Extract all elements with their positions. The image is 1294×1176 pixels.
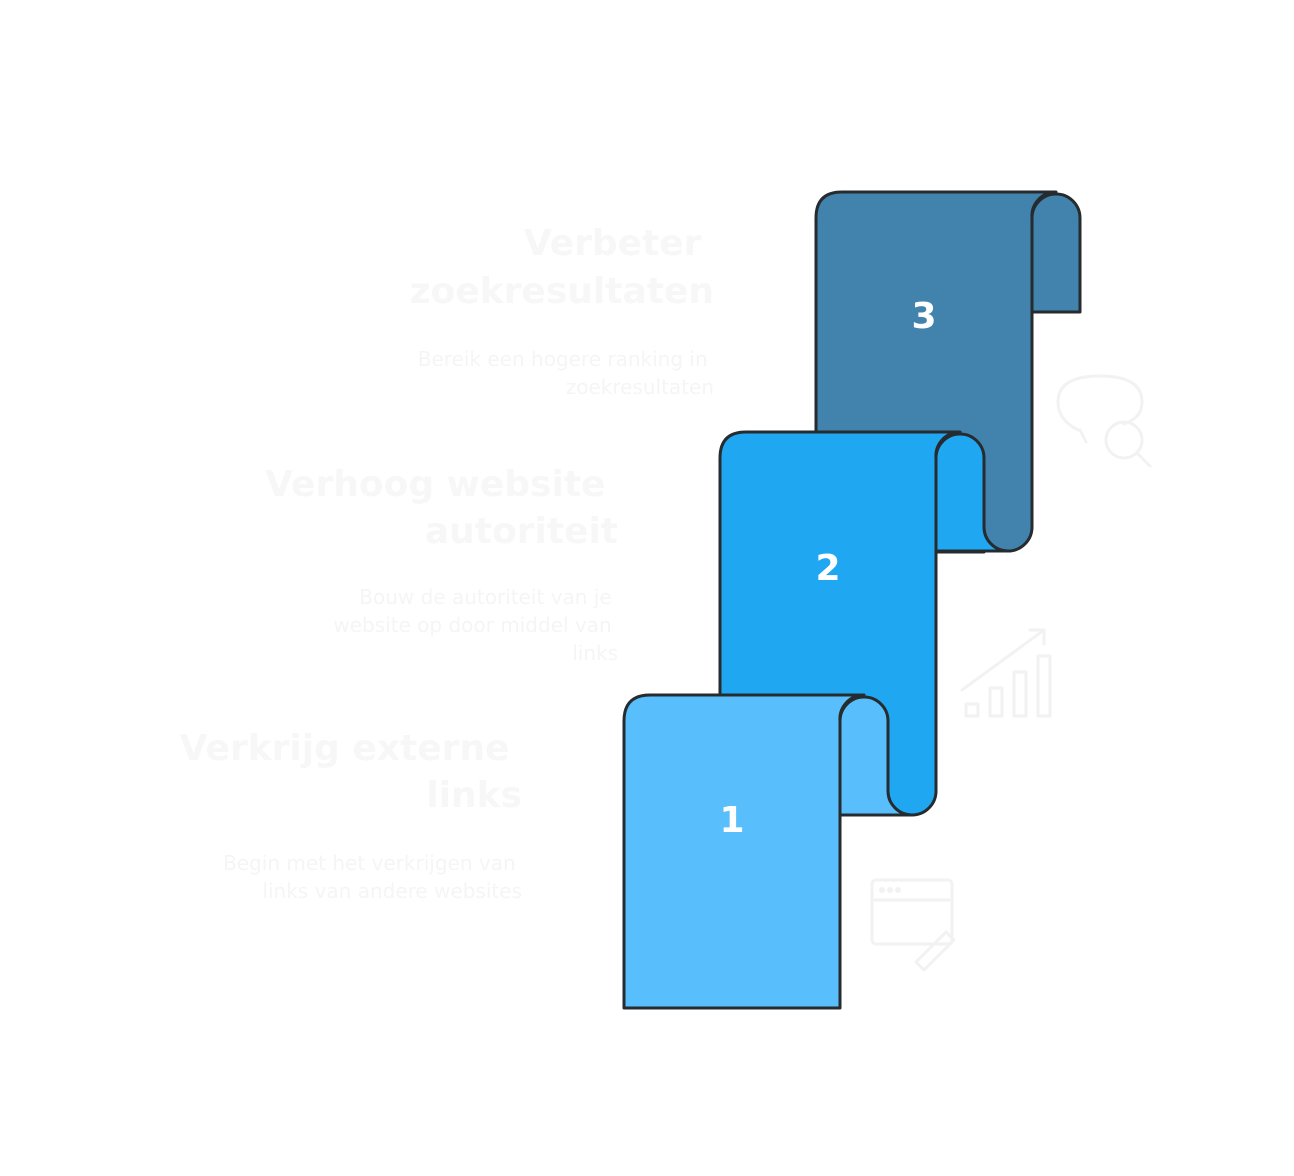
step-2-title-line-1: Verhoog website: [265, 464, 605, 505]
step-1-title: Verkrijg externe links: [180, 728, 522, 816]
step-1-number: 1: [719, 800, 744, 841]
step-3-title-line-2: zoekresultaten: [410, 271, 714, 312]
step-3-desc-line-1: Bereik een hogere ranking in: [418, 347, 708, 371]
step-2-number: 2: [815, 548, 840, 589]
step-3-desc-line-2: zoekresultaten: [566, 375, 714, 399]
step-1-title-line-1: Verkrijg externe: [180, 728, 510, 769]
step-3-banner-tail: [1030, 192, 1082, 314]
step-2-desc-line-2: website op door middel van: [333, 613, 611, 637]
step-1-desc-line-2: links van andere websites: [262, 879, 522, 903]
step-3-title-line-1: Verbeter: [524, 223, 702, 264]
step-2-desc-line-1: Bouw de autoriteit van je: [359, 585, 611, 609]
browser-edit-icon: [870, 878, 956, 972]
step-1-desc-line-1: Begin met het verkrijgen van: [223, 851, 516, 875]
growth-chart-icon: [960, 628, 1052, 718]
step-2-desc-line-3: links: [572, 641, 618, 665]
step-2-description: Bouw de autoriteit van je website op doo…: [333, 585, 618, 665]
step-2-title: Verhoog website autoriteit: [265, 464, 618, 552]
step-1-description: Begin met het verkrijgen van links van a…: [223, 851, 522, 903]
step-2-title-line-2: autoriteit: [425, 511, 618, 552]
step-3-number: 3: [911, 296, 936, 337]
step-1: 1 Verkrijg externe links Begin met het v…: [180, 693, 956, 1010]
step-3-description: Bereik een hogere ranking in zoekresulta…: [418, 347, 714, 399]
step-1-banner: [622, 693, 866, 1010]
search-chat-icon: [1056, 374, 1152, 468]
step-2: 2 Verhoog website autoriteit Bouw de aut…: [265, 430, 1052, 817]
step-3-title: Verbeter zoekresultaten: [410, 223, 714, 312]
step-1-title-line-2: links: [426, 775, 522, 816]
